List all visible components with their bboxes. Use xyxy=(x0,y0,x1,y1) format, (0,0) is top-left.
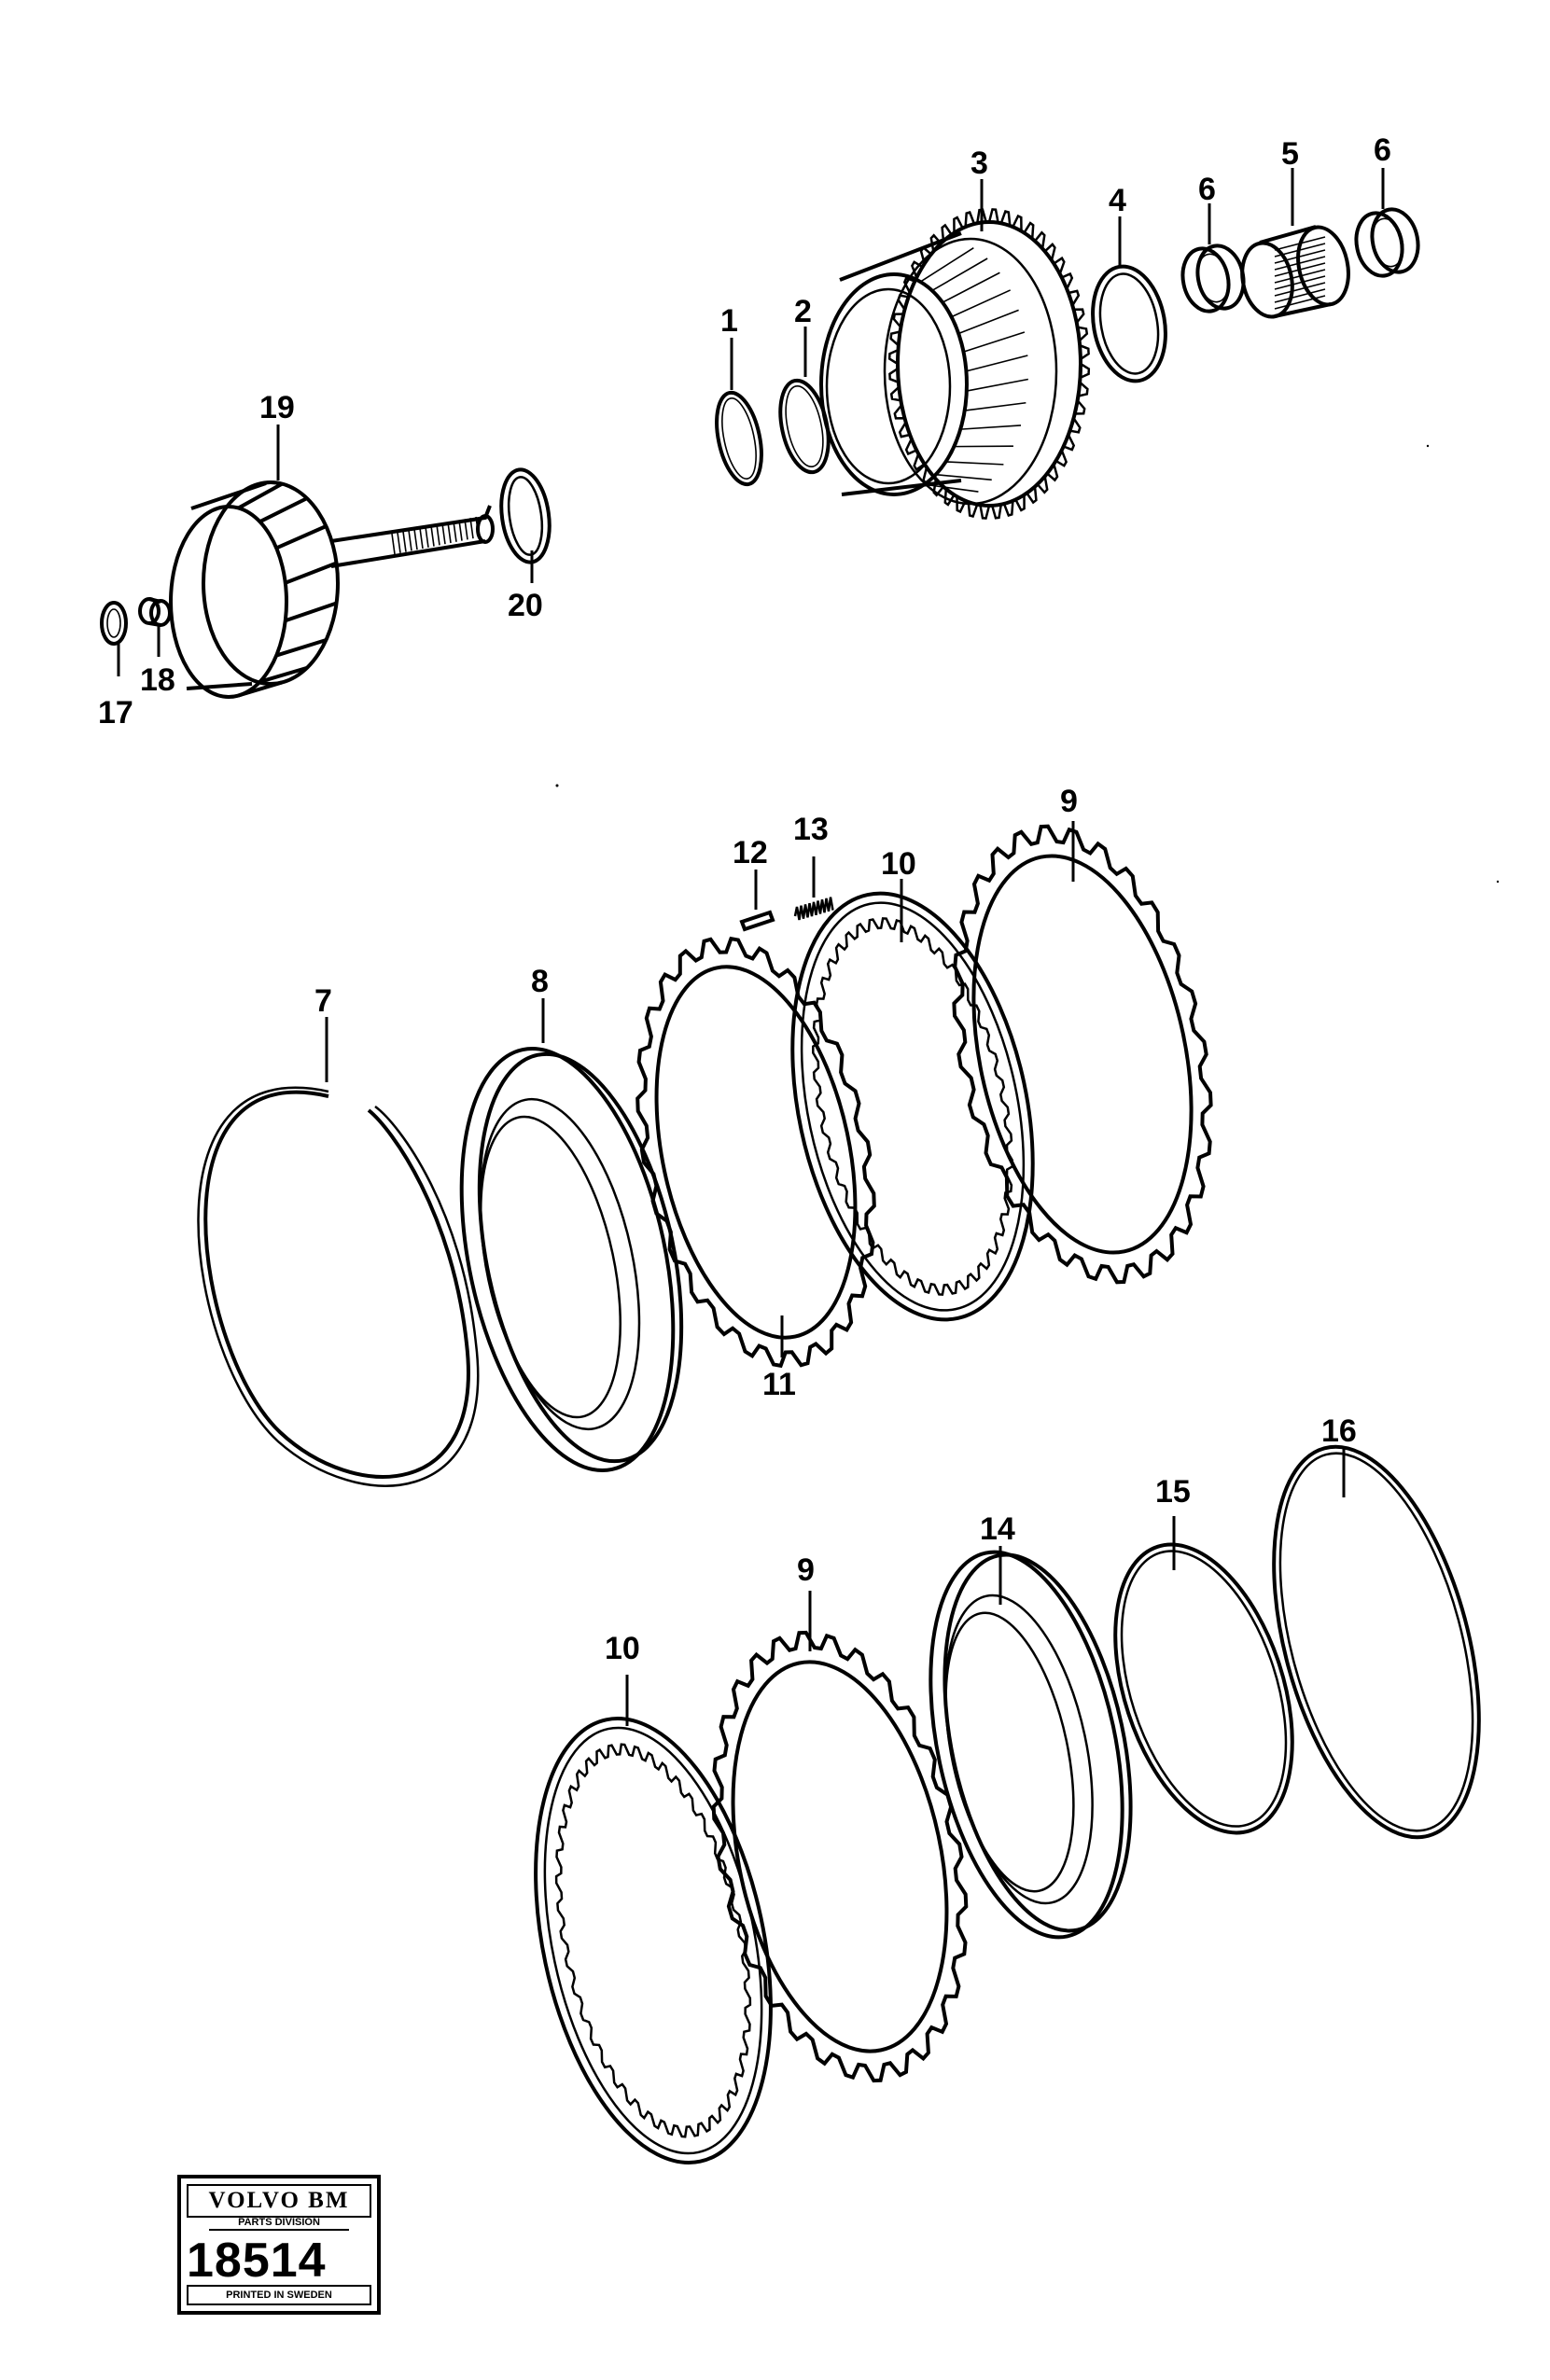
callout-15: 15 xyxy=(1155,1474,1191,1510)
callout-10a: 10 xyxy=(881,846,916,882)
part-3-clutch-drum xyxy=(819,208,1091,520)
callout-11: 11 xyxy=(762,1367,796,1402)
callout-6a: 6 xyxy=(1198,172,1216,207)
callout-16: 16 xyxy=(1321,1413,1357,1449)
scan-speck xyxy=(1496,880,1500,884)
part-12-pin xyxy=(739,910,775,932)
part-6-needle-bearing-left xyxy=(1180,244,1246,313)
part-20-washer xyxy=(499,467,552,564)
callout-9b: 9 xyxy=(797,1552,815,1588)
part-5-splined-hub xyxy=(1240,225,1350,319)
part-17-small-washer xyxy=(100,601,128,646)
callout-19: 19 xyxy=(259,390,295,425)
scan-speck xyxy=(555,784,559,787)
callout-5: 5 xyxy=(1281,136,1299,172)
callout-20: 20 xyxy=(508,588,543,623)
callout-14: 14 xyxy=(980,1511,1015,1547)
part-13-spring xyxy=(793,897,834,921)
part-9-steel-plate-bottom xyxy=(711,1630,969,2083)
callout-2: 2 xyxy=(794,294,812,329)
callout-8: 8 xyxy=(531,964,549,999)
part-19-clutch-hub-shaft xyxy=(169,480,495,699)
callout-1: 1 xyxy=(720,303,738,339)
part-6-needle-bearing-right xyxy=(1354,207,1420,278)
part-7-split-snap-ring xyxy=(197,1086,480,1487)
part-11-steel-plate xyxy=(635,936,876,1369)
parts-division-stamp: VOLVO BM PARTS DIVISION 18514 PRINTED IN… xyxy=(177,2175,381,2315)
part-15-sealing-ring xyxy=(1113,1542,1294,1835)
callout-12: 12 xyxy=(733,835,768,870)
callout-10b: 10 xyxy=(605,1631,640,1666)
callout-7: 7 xyxy=(314,983,332,1019)
callout-17: 17 xyxy=(98,695,133,731)
part-9-steel-plate-middle xyxy=(952,824,1213,1285)
part-14-piston xyxy=(929,1550,1133,1940)
stamp-footer: PRINTED IN SWEDEN xyxy=(187,2285,371,2305)
callout-13: 13 xyxy=(793,812,829,847)
callout-9a: 9 xyxy=(1060,784,1078,819)
part-1-snap-ring xyxy=(715,390,763,487)
callout-3: 3 xyxy=(970,146,988,181)
stamp-division: PARTS DIVISION xyxy=(209,2216,349,2231)
callout-6b: 6 xyxy=(1374,132,1391,168)
part-10-friction-disc-middle xyxy=(790,891,1035,1322)
part-4-thrust-washer xyxy=(1091,264,1167,383)
callout-18: 18 xyxy=(140,662,175,698)
part-18-bushing xyxy=(138,597,172,627)
part-8-piston xyxy=(459,1046,684,1473)
scan-speck xyxy=(1426,444,1430,448)
part-16-sealing-ring xyxy=(1272,1444,1481,1840)
callout-4: 4 xyxy=(1109,183,1126,218)
stamp-drawing-number: 18514 xyxy=(187,2234,327,2288)
stamp-brand: VOLVO BM xyxy=(187,2184,371,2218)
